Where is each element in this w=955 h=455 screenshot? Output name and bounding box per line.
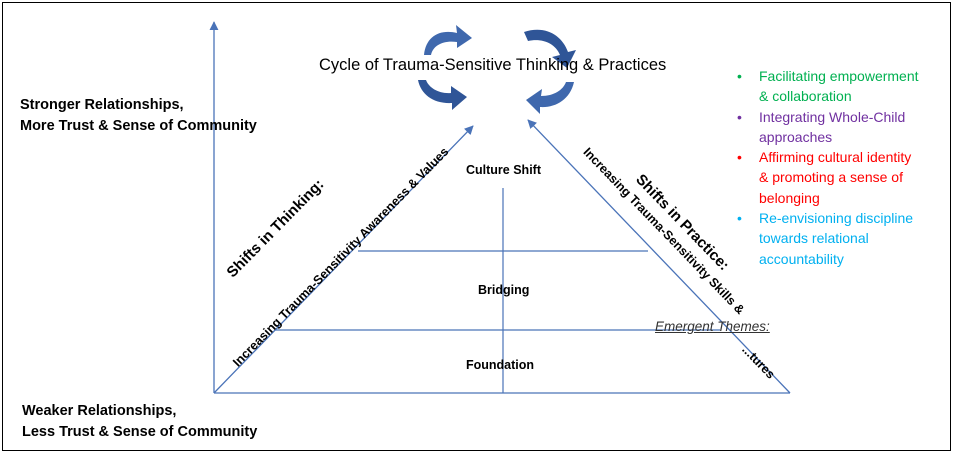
emergent-themes-title: Emergent Themes: bbox=[655, 319, 770, 334]
y-axis-top-line1: Stronger Relationships, bbox=[20, 97, 184, 113]
y-axis-top-label: Stronger Relationships, More Trust & Sen… bbox=[20, 95, 257, 137]
cycle-title: Cycle of Trauma-Sensitive Thinking & Pra… bbox=[319, 56, 667, 74]
emergent-themes-list: Facilitating empowerment & collaboration… bbox=[734, 66, 949, 269]
right-side-arrow bbox=[527, 119, 791, 394]
theme-item-discipline: Re-envisioning discipline towards relati… bbox=[734, 208, 949, 269]
level-foundation: Foundation bbox=[466, 358, 535, 372]
cycle-arrow-top-right bbox=[524, 29, 576, 68]
y-axis-bottom-line1: Weaker Relationships, bbox=[22, 403, 177, 419]
y-axis-top-line2: More Trust & Sense of Community bbox=[20, 118, 257, 134]
cycle-arrow-top-left bbox=[424, 25, 472, 55]
theme-item-cultural-identity: Affirming cultural identity & promoting … bbox=[734, 147, 949, 208]
cycle-arrow-bottom-left bbox=[418, 80, 467, 110]
cycle-arrow-bottom-right bbox=[526, 82, 574, 114]
y-axis-bottom-line2: Less Trust & Sense of Community bbox=[22, 424, 258, 440]
y-axis-bottom-label: Weaker Relationships, Less Trust & Sense… bbox=[22, 401, 257, 443]
level-culture-shift: Culture Shift bbox=[466, 163, 541, 177]
theme-item-empowerment: Facilitating empowerment & collaboration bbox=[734, 66, 949, 107]
theme-item-whole-child: Integrating Whole-Child approaches bbox=[734, 107, 949, 148]
level-bridging: Bridging bbox=[478, 283, 530, 297]
left-side-arrow bbox=[213, 125, 474, 394]
